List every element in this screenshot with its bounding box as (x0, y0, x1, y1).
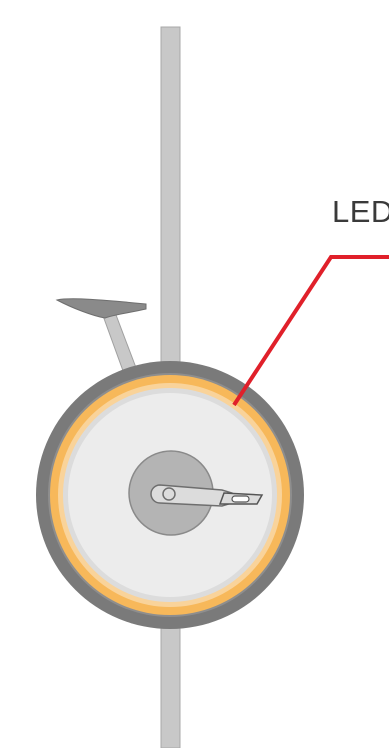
wheel (36, 361, 304, 629)
led-leader-line (232, 255, 389, 407)
saddle (55, 298, 147, 319)
led-label: LED (332, 194, 389, 229)
pedal-slot (231, 495, 250, 503)
crank-bolt (162, 487, 176, 501)
